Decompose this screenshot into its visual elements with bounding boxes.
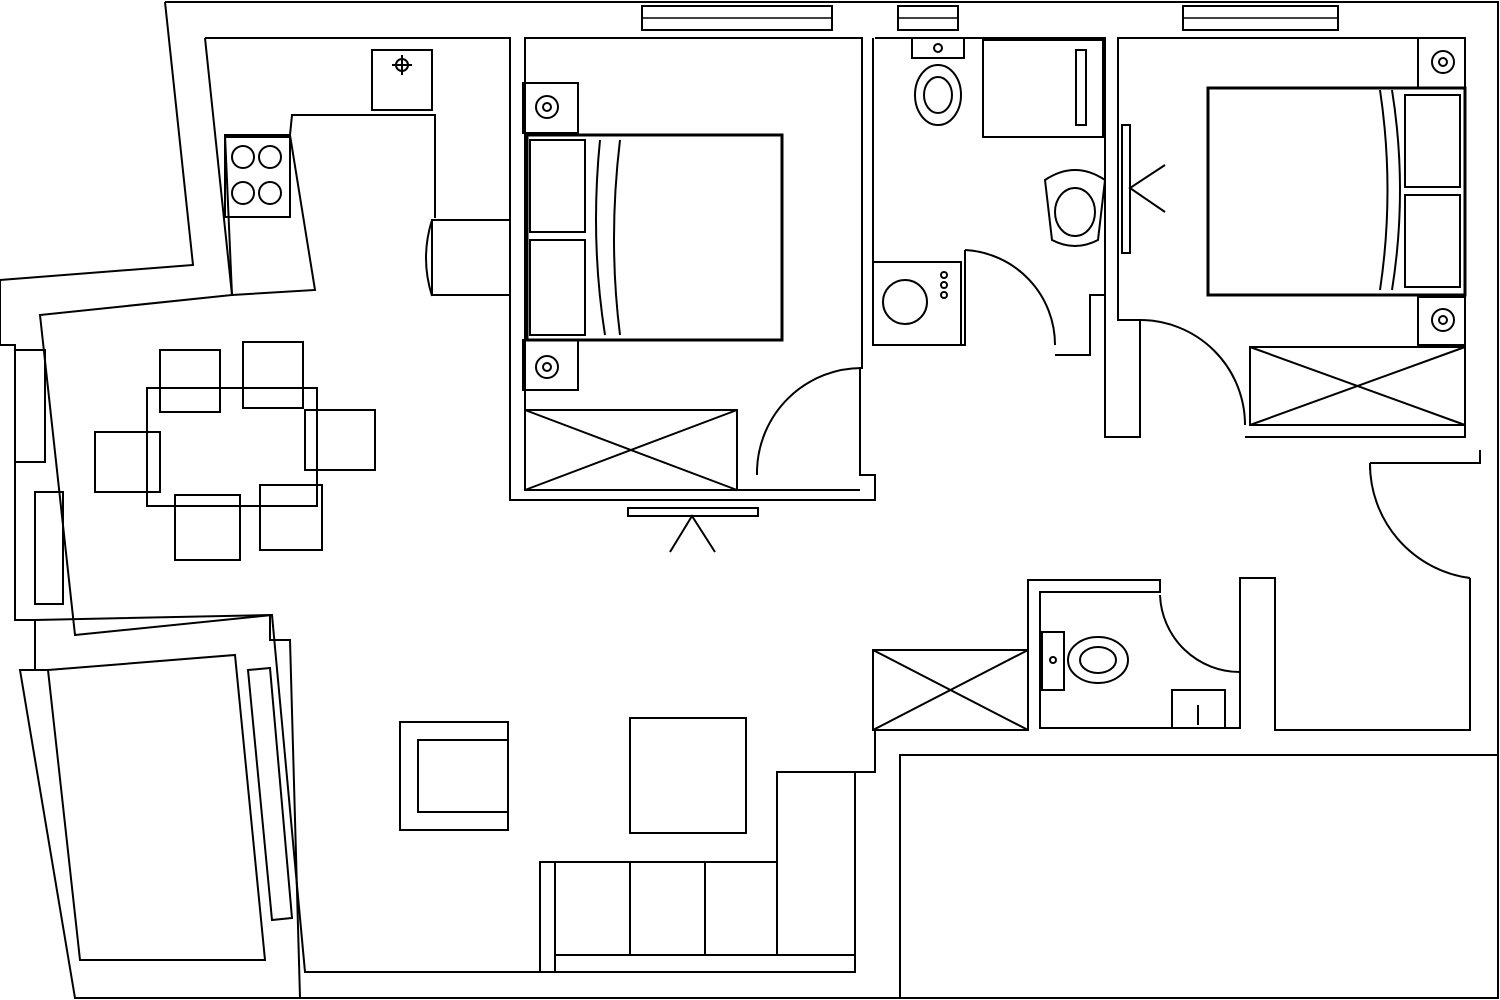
sink xyxy=(1043,169,1107,247)
fridge-door xyxy=(425,219,511,297)
kitchen xyxy=(223,49,511,297)
dining-set xyxy=(94,341,376,561)
wc xyxy=(1041,590,1241,729)
stove xyxy=(224,136,291,218)
storage-closet xyxy=(872,649,1029,731)
washing-machine xyxy=(872,261,962,346)
dining-table xyxy=(146,387,318,507)
entrance-door xyxy=(1368,462,1471,579)
nightstand xyxy=(1417,296,1466,346)
chair xyxy=(94,431,161,493)
armchair xyxy=(399,721,509,831)
balcony xyxy=(46,653,267,961)
bed xyxy=(525,133,784,342)
chair xyxy=(304,409,376,471)
wardrobe xyxy=(1249,346,1466,426)
window-dining-2 xyxy=(34,491,64,605)
chair xyxy=(259,484,323,551)
chair xyxy=(242,341,304,409)
interior-walls xyxy=(38,37,1498,998)
wardrobe xyxy=(524,409,738,491)
door xyxy=(1139,319,1246,426)
nightstand xyxy=(1417,37,1466,89)
toilet xyxy=(1041,631,1129,691)
door xyxy=(1159,590,1241,673)
window-dining-1 xyxy=(14,349,46,463)
chair xyxy=(174,494,241,561)
living-room xyxy=(399,717,856,972)
pillow xyxy=(1404,94,1461,188)
door xyxy=(756,367,863,475)
coffee-table xyxy=(629,717,747,834)
chair xyxy=(159,349,221,413)
kitchen-sink xyxy=(371,49,433,111)
pillow xyxy=(529,239,586,336)
tv xyxy=(627,507,759,553)
pillow xyxy=(1404,194,1461,288)
pillow xyxy=(529,139,586,233)
sink xyxy=(1171,689,1226,729)
shower xyxy=(982,39,1104,138)
bed xyxy=(1206,86,1467,297)
bathroom xyxy=(872,37,1107,346)
tv xyxy=(1121,124,1166,254)
nightstand xyxy=(522,339,579,391)
bedroom-2 xyxy=(1121,37,1467,426)
window-balcony xyxy=(246,666,294,922)
nightstand xyxy=(522,82,579,134)
sofa xyxy=(539,771,856,972)
toilet xyxy=(911,37,965,126)
door xyxy=(964,249,1057,346)
windows xyxy=(14,5,1339,922)
bedroom-1 xyxy=(522,82,863,553)
